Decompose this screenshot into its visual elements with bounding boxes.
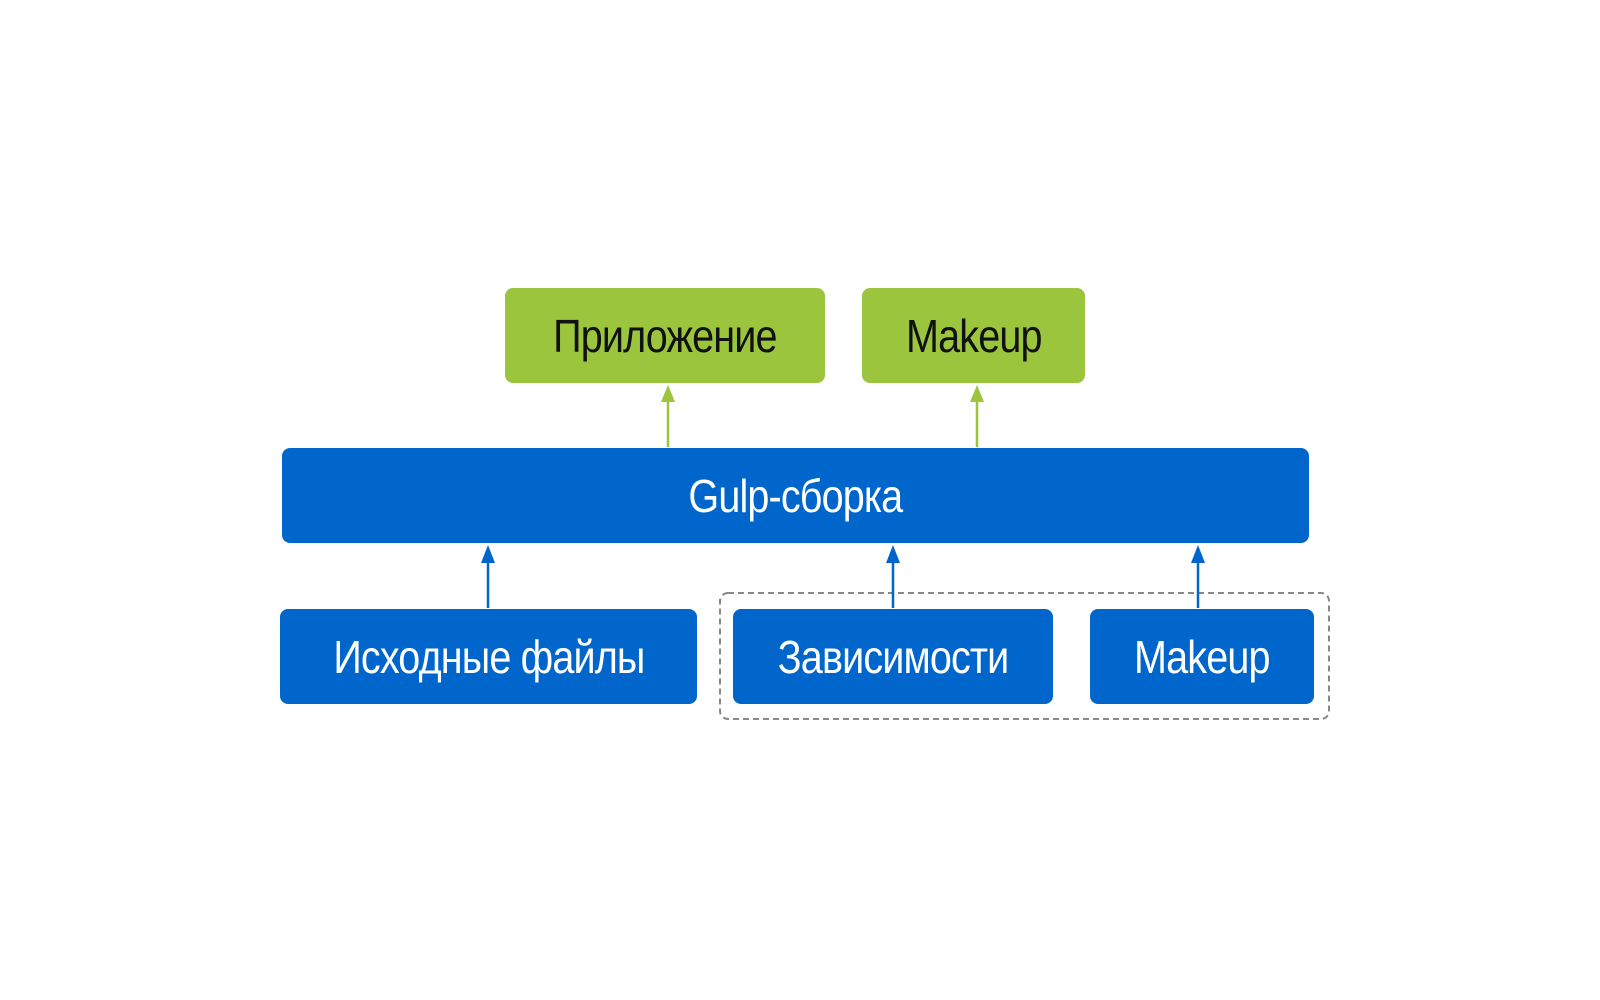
arrow-dependencies-to-build [886, 545, 900, 608]
input-sources-label: Исходные файлы [332, 630, 645, 683]
gulp-build-bar: Gulp-сборка [282, 448, 1309, 543]
input-makeup-label: Makeup [1134, 630, 1270, 683]
input-dependencies-box: Зависимости [733, 609, 1053, 704]
gulp-build-label: Gulp-сборка [688, 469, 904, 522]
output-makeup-label: Makeup [905, 309, 1042, 362]
output-makeup-box: Makeup [862, 288, 1085, 383]
arrow-sources-to-build [481, 545, 495, 608]
output-app-label: Приложение [553, 309, 777, 362]
arrow-build-to-app [661, 385, 675, 447]
arrow-build-to-makeup-output [970, 385, 984, 447]
input-sources-box: Исходные файлы [280, 609, 697, 704]
input-dependencies-label: Зависимости [777, 630, 1009, 683]
arrow-makeup-input-to-build [1191, 545, 1205, 608]
input-makeup-box: Makeup [1090, 609, 1314, 704]
output-app-box: Приложение [505, 288, 825, 383]
